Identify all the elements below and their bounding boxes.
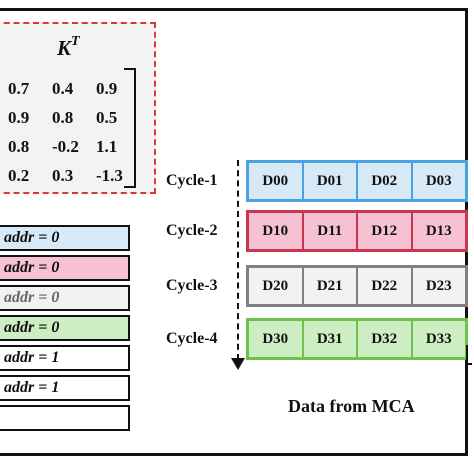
addr-row: addr = 0: [0, 255, 130, 281]
data-cell: D02: [356, 163, 411, 199]
addr-row: addr = 0: [0, 225, 130, 251]
cycle-label: Cycle-4: [166, 330, 218, 347]
cycle-label: Cycle-1: [166, 172, 218, 189]
kt-matrix: 0.7 0.4 0.9 0.9 0.8 0.5 0.8 -0.2 1.1 0.2 0.3 -1.3: [8, 74, 136, 190]
data-cell: D03: [410, 163, 466, 199]
data-cell: D21: [301, 268, 357, 304]
matrix-cell: 0.5: [96, 107, 118, 127]
data-cell: D13: [410, 213, 466, 249]
data-caption: Data from MCA: [288, 396, 415, 416]
data-cell: D23: [410, 268, 466, 304]
data-cell: D00: [262, 172, 289, 189]
data-cell: D20: [262, 277, 289, 294]
matrix-cell: 0.9: [8, 107, 30, 127]
matrix-cell: 0.8: [8, 136, 30, 156]
matrix-row: 0.7 0.4 0.9: [8, 74, 136, 103]
matrix-cell: 1.1: [96, 136, 118, 156]
data-cell: D30: [262, 330, 289, 347]
addr-row: addr = 0: [0, 285, 130, 311]
matrix-cell: 0.2: [8, 165, 30, 185]
data-cell: D01: [301, 163, 357, 199]
addr-row: addr = 1: [0, 375, 130, 401]
matrix-cell: -0.2: [52, 136, 79, 156]
matrix-row: 0.2 0.3 -1.3: [8, 161, 136, 190]
addr-row: [0, 405, 130, 431]
down-arrow-icon: [231, 358, 245, 370]
data-cell: D11: [301, 213, 357, 249]
matrix-cell: 0.4: [52, 78, 74, 98]
matrix-bracket: [124, 68, 136, 188]
data-cell: D10: [262, 222, 289, 239]
cycle-label: Cycle-2: [166, 222, 218, 239]
addr-row: addr = 0: [0, 315, 130, 341]
data-cell: D31: [301, 321, 357, 357]
side-bracket-mark: [466, 345, 472, 365]
matrix-row: 0.9 0.8 0.5: [8, 103, 136, 132]
kt-matrix-box: [0, 22, 156, 194]
data-cell: D33: [410, 321, 466, 357]
matrix-cell: -1.3: [96, 165, 123, 185]
matrix-row: 0.8 -0.2 1.1: [8, 132, 136, 161]
data-cell: D22: [356, 268, 411, 304]
cycle-label: Cycle-3: [166, 277, 218, 294]
addr-row: addr = 1: [0, 345, 130, 371]
kt-title: KT: [57, 34, 80, 60]
matrix-cell: 0.8: [52, 107, 74, 127]
cycle-arrow-line: [237, 160, 239, 360]
matrix-cell: 0.9: [96, 78, 118, 98]
matrix-cell: 0.3: [52, 165, 74, 185]
data-cell: D32: [356, 321, 411, 357]
address-list: addr = 0 addr = 0 addr = 0 addr = 0 addr = 1…: [0, 225, 130, 435]
data-cell: D12: [356, 213, 411, 249]
matrix-cell: 0.7: [8, 78, 30, 98]
